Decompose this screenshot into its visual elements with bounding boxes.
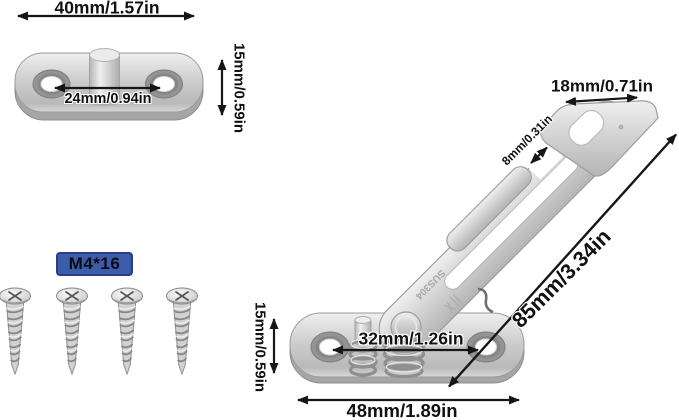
base-hole-left: [310, 331, 350, 363]
dimension-arrows: [17, 11, 677, 405]
screw-icon: [0, 287, 32, 375]
screw-icon: [55, 287, 89, 375]
label-base-height: 15mm/0.59in: [251, 301, 269, 393]
keeper-post: [86, 48, 122, 106]
screw-size-label: M4*16: [68, 254, 121, 273]
dim-arrow-arm-length: [448, 133, 677, 388]
keeper-plate-graphic: [14, 48, 204, 121]
spring-post: [354, 316, 372, 345]
spring-wire: [477, 287, 494, 314]
screw-icon: [110, 287, 144, 375]
screw-pack-group: [0, 287, 199, 375]
label-hook-width: 18mm/0.71in: [550, 76, 654, 96]
screw-icon: [165, 287, 199, 375]
label-keeper-width: 40mm/1.57in: [54, 0, 160, 18]
pivot-rivet: [390, 311, 422, 343]
label-base-hole-spacing: 32mm/1.26in: [358, 328, 464, 349]
hook-hole: [618, 124, 624, 130]
label-base-width: 48mm/1.89in: [346, 399, 458, 420]
screw-size-badge: M4*16: [56, 252, 133, 276]
dim-arrow-hook-width: [565, 93, 638, 106]
label-keeper-hole-spacing: 24mm/0.94in: [64, 90, 152, 107]
label-keeper-height: 15mm/0.59in: [230, 42, 248, 134]
